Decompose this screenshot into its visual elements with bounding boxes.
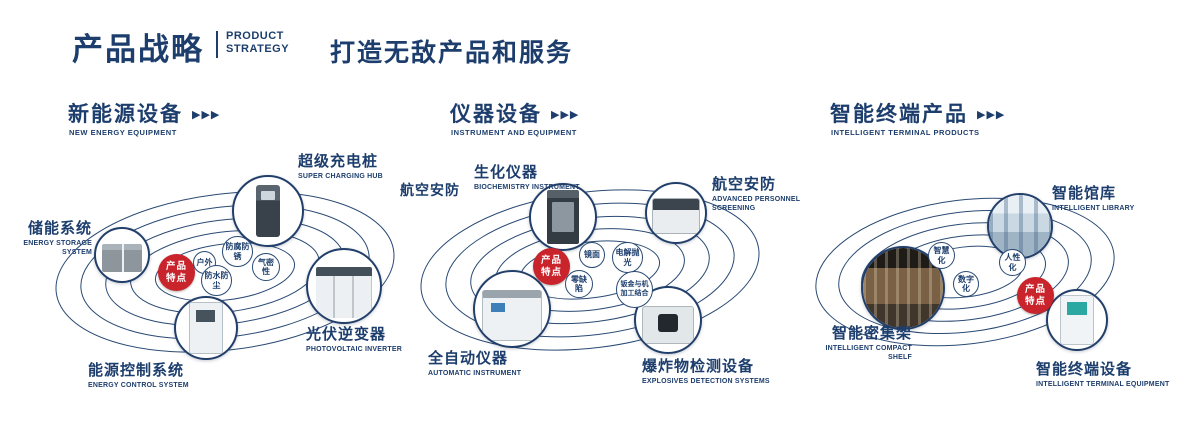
node-personnel-screening — [645, 182, 707, 244]
terminal-equipment-photo — [1060, 295, 1094, 345]
label-zh: 超级充电桩 — [298, 153, 379, 170]
product-features-badge: 产品 特点 — [1017, 277, 1054, 314]
personnel-screening-photo — [652, 198, 700, 234]
section-title-new-energy: 新能源设备 ▶▶▶ — [68, 98, 220, 128]
section-title-zh: 智能终端产品 — [830, 103, 968, 126]
feature-bubble-sheetmetal: 钣金与机加工结合 — [616, 271, 653, 308]
label-zh: 智能馆库 — [1052, 185, 1117, 202]
label-terminal-equipment: 智能终端设备 INTELLIGENT TERMINAL EQUIPMENT — [1036, 361, 1184, 389]
page-title-en-line2: STRATEGY — [226, 43, 290, 55]
badge-line1: 产品 — [1024, 284, 1046, 296]
label-en: INTELLIGENT TERMINAL EQUIPMENT — [1036, 381, 1170, 388]
triple-arrow-icon: ▶▶▶ — [192, 109, 221, 121]
node-intelligent-library — [987, 193, 1053, 259]
label-pv-inverter: 光伏逆变器 PHOTOVOLTAIC INVERTER — [306, 326, 418, 354]
label-en: ENERGY STORAGE SYSTEM — [23, 240, 92, 257]
label-zh: 能源控制系统 — [88, 362, 185, 379]
label-en: ADVANCED PERSONNEL SCREENING — [712, 196, 801, 213]
label-en: INTELLIGENT COMPACT SHELF — [825, 345, 912, 362]
feature-bubble-anticorrosion: 防腐防锈 — [222, 236, 253, 267]
badge-line2: 特点 — [540, 266, 562, 278]
feature-bubble-waterproof: 防水防尘 — [201, 265, 232, 296]
label-zh: 智能密集架 — [831, 325, 912, 342]
tagline: 打造无敌产品和服务 — [330, 39, 574, 67]
charging-hub-photo — [256, 185, 280, 237]
node-biochemistry-instrument — [529, 183, 597, 251]
node-automatic-instrument — [473, 270, 551, 348]
badge-line1: 产品 — [540, 255, 562, 267]
badge-line1: 产品 — [165, 261, 187, 273]
label-zh: 航空安防 — [712, 176, 777, 193]
node-super-charging-hub — [232, 175, 304, 247]
label-energy-storage: 储能系统 ENERGY STORAGE SYSTEM — [4, 220, 92, 257]
feature-bubble-airtight: 气密性 — [252, 253, 280, 281]
section-title-instrument: 仪器设备 ▶▶▶ — [450, 98, 579, 128]
biochemistry-instrument-photo — [547, 190, 579, 244]
intelligent-library-photo — [989, 195, 1051, 257]
node-energy-control — [174, 296, 238, 360]
page-title: 产品战略 — [72, 32, 204, 67]
label-intelligent-library: 智能馆库 INTELLIGENT LIBRARY — [1052, 185, 1164, 213]
section-subtitle-instrument: INSTRUMENT AND EQUIPMENT — [451, 128, 577, 137]
feature-bubble-humanized: 人性化 — [999, 249, 1026, 276]
label-en: SUPER CHARGING HUB — [298, 173, 383, 180]
label-zh: 光伏逆变器 — [306, 326, 387, 343]
section-title-zh: 新能源设备 — [68, 103, 183, 126]
label-zh: 全自动仪器 — [428, 350, 509, 367]
pv-inverter-photo — [316, 266, 372, 318]
label-en: BIOCHEMISTRY INSTRUMENT — [474, 184, 580, 191]
explosives-detection-photo — [642, 306, 694, 344]
label-zh: 爆炸物检测设备 — [642, 358, 755, 375]
label-zh: 生化仪器 — [474, 164, 539, 181]
label-en: PHOTOVOLTAIC INVERTER — [306, 346, 402, 353]
feature-bubble-mirror: 镜面 — [579, 242, 605, 268]
label-zh: 储能系统 — [27, 220, 92, 237]
badge-line2: 特点 — [1024, 295, 1046, 307]
title-divider — [216, 31, 218, 58]
product-features-badge: 产品 特点 — [158, 254, 195, 291]
label-compact-shelf: 智能密集架 INTELLIGENT COMPACT SHELF — [812, 325, 912, 362]
triple-arrow-icon: ▶▶▶ — [977, 109, 1006, 121]
label-aviation-security-left: 航空安防 — [400, 182, 460, 198]
feature-bubble-digital: 数字化 — [953, 271, 979, 297]
section-title-zh: 仪器设备 — [450, 103, 542, 126]
label-biochemistry-instrument: 生化仪器 BIOCHEMISTRY INSTRUMENT — [474, 164, 586, 192]
product-features-badge: 产品 特点 — [533, 248, 570, 285]
label-en: AUTOMATIC INSTRUMENT — [428, 370, 522, 377]
label-explosives-detection: 爆炸物检测设备 EXPLOSIVES DETECTION SYSTEMS — [642, 358, 774, 386]
feature-bubble-smart: 智慧化 — [928, 242, 955, 269]
feature-bubble-zero-defect: 零缺陷 — [565, 270, 593, 298]
section-subtitle-new-energy: NEW ENERGY EQUIPMENT — [69, 128, 177, 137]
page-title-en-line1: PRODUCT — [226, 30, 284, 42]
feature-bubble-electropolish: 电解抛光 — [612, 242, 643, 273]
section-title-intelligent-terminal: 智能终端产品 ▶▶▶ — [830, 98, 1005, 128]
label-en: INTELLIGENT LIBRARY — [1052, 205, 1135, 212]
label-super-charging-hub: 超级充电桩 SUPER CHARGING HUB — [298, 153, 410, 181]
label-zh: 智能终端设备 — [1036, 361, 1133, 378]
energy-storage-photo — [102, 244, 142, 272]
automatic-instrument-photo — [482, 289, 542, 341]
label-automatic-instrument: 全自动仪器 AUTOMATIC INSTRUMENT — [428, 350, 540, 378]
label-en: EXPLOSIVES DETECTION SYSTEMS — [642, 378, 770, 385]
label-en: ENERGY CONTROL SYSTEM — [88, 382, 189, 389]
energy-control-photo — [189, 302, 223, 354]
page-title-en: PRODUCT STRATEGY — [226, 30, 289, 56]
badge-line2: 特点 — [165, 272, 187, 284]
node-explosives-detection — [634, 286, 702, 354]
node-energy-storage — [94, 227, 150, 283]
label-personnel-screening: 航空安防 ADVANCED PERSONNEL SCREENING — [712, 176, 808, 213]
section-subtitle-intelligent-terminal: INTELLIGENT TERMINAL PRODUCTS — [831, 128, 980, 137]
node-pv-inverter — [306, 248, 382, 324]
node-terminal-equipment — [1046, 289, 1108, 351]
triple-arrow-icon: ▶▶▶ — [551, 109, 580, 121]
label-energy-control: 能源控制系统 ENERGY CONTROL SYSTEM — [88, 362, 200, 390]
